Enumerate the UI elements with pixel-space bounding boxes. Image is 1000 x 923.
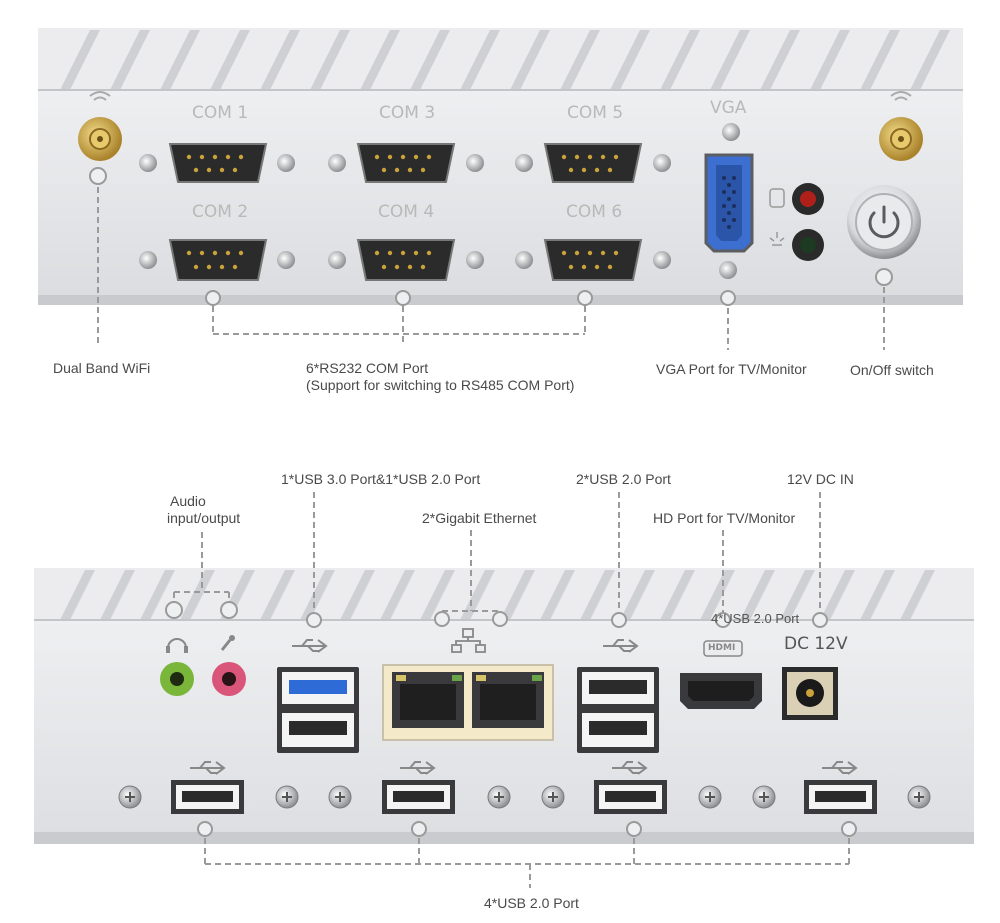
usb-port-bottom-2 xyxy=(382,780,455,814)
usb-port-bottom-3 xyxy=(594,780,667,814)
com4-label: COM 4 xyxy=(378,202,435,222)
usb-stack-right xyxy=(577,667,659,753)
callout-usb-bottom: 4*USB 2.0 Port xyxy=(484,895,579,911)
dc-jack xyxy=(782,667,838,720)
audio-in-jack xyxy=(212,662,246,696)
power-button xyxy=(847,185,921,259)
leader-lines-bottom xyxy=(173,492,850,888)
callout-dc: 12V DC IN xyxy=(787,471,854,487)
network-icon xyxy=(451,628,486,653)
callout-vga: VGA Port for TV/Monitor xyxy=(656,361,807,377)
vga-label: VGA xyxy=(710,98,747,118)
microphone-icon xyxy=(220,635,235,651)
callout-audio-line2: input/output xyxy=(167,510,241,526)
dc-label: DC 12V xyxy=(784,634,848,654)
bottom-panel-photo xyxy=(34,492,974,888)
usb-port-bottom-1 xyxy=(171,780,244,814)
com3-label: COM 3 xyxy=(379,103,436,123)
heatsink-fins-bottom xyxy=(60,570,935,620)
audio-out-jack xyxy=(160,662,194,696)
wifi-antenna-left xyxy=(78,91,122,161)
callout-com-line2: (Support for switching to RS485 COM Port… xyxy=(306,377,575,393)
callout-usb3: 1*USB 3.0 Port&1*USB 2.0 Port xyxy=(281,471,481,487)
headphone-icon xyxy=(166,638,188,653)
usb-icon xyxy=(292,639,328,653)
com-port-6 xyxy=(515,239,671,281)
com-port-3 xyxy=(328,143,484,183)
callout-audio-line1: Audio xyxy=(170,493,206,509)
com-port-1 xyxy=(139,143,295,183)
usb-port-bottom-4 xyxy=(804,780,877,814)
callout-wifi: Dual Band WiFi xyxy=(53,360,151,376)
ethernet-ports xyxy=(382,664,554,741)
callout-com-line1: 6*RS232 COM Port xyxy=(306,360,429,376)
hdd-led xyxy=(769,183,824,215)
com1-label: COM 1 xyxy=(192,103,249,123)
hdmi-logo-text: HDMI xyxy=(708,643,736,653)
hdmi-port xyxy=(680,673,762,709)
usb-icon xyxy=(190,761,858,775)
com-port-5 xyxy=(515,143,671,183)
com2-label: COM 2 xyxy=(192,202,249,222)
callout-usb2-right: 2*USB 2.0 Port xyxy=(576,471,671,487)
leader-dots-top xyxy=(89,167,893,306)
callout-ethernet: 2*Gigabit Ethernet xyxy=(422,510,537,526)
power-led xyxy=(769,229,824,261)
leader-dots-bottom xyxy=(165,601,857,837)
com-port-2 xyxy=(139,239,295,281)
com-port-4 xyxy=(328,239,484,281)
hdmi-logo xyxy=(703,640,743,657)
usb-icon xyxy=(603,639,639,653)
callout-hd: HD Port for TV/Monitor xyxy=(653,510,796,526)
com6-label: COM 6 xyxy=(566,202,623,222)
top-panel-photo xyxy=(38,28,963,350)
overlap-usb-label: 4*USB 2.0 Port xyxy=(711,611,800,626)
screw-slots xyxy=(125,792,924,802)
wifi-antenna-right xyxy=(879,91,923,161)
callout-power: On/Off switch xyxy=(850,362,934,378)
heatsink-fins-top xyxy=(60,30,950,90)
com5-label: COM 5 xyxy=(567,103,624,123)
vga-port xyxy=(704,123,754,279)
leader-lines-top xyxy=(97,187,885,350)
usb-stack-left xyxy=(277,667,359,753)
